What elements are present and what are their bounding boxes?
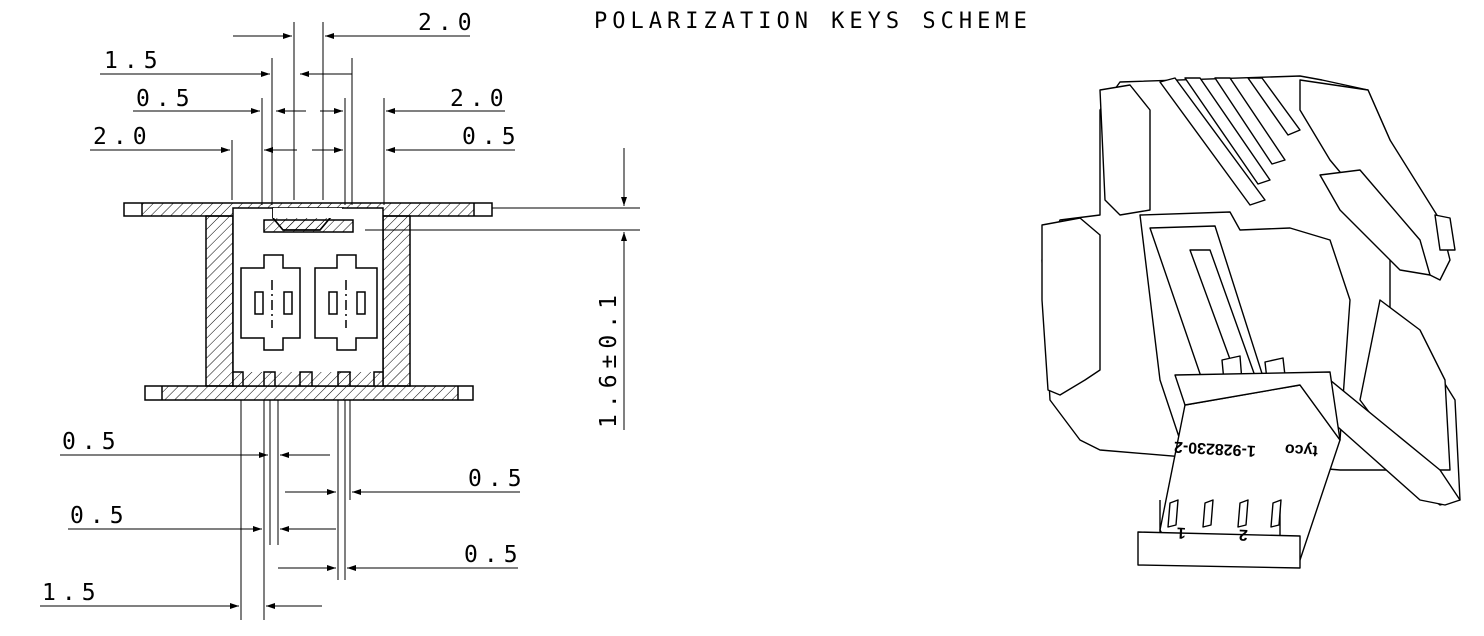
connector-marking: tyco 1-928230-2 1 2 [1173,438,1318,543]
dim-vertical-tolerance: 1.6±0.1 [596,289,622,428]
dim-bottom-1-5: 1.5 [42,580,102,606]
pin-label-2: 2 [1238,526,1248,543]
dim-bottom-0-5-b: 0.5 [468,466,528,492]
dim-left-2-0: 2.0 [93,124,153,150]
dim-bottom-0-5-d: 0.5 [464,542,524,568]
pin-label-1: 1 [1176,524,1186,541]
dim-left-0-5: 0.5 [136,86,196,112]
cross-section [123,202,493,401]
dim-top-1-5: 1.5 [104,48,164,74]
connector-isometric-view [1041,75,1461,569]
dimension-lines [40,22,640,620]
drawing-title: POLARIZATION KEYS SCHEME [594,9,1032,34]
dim-bottom-0-5-c: 0.5 [70,503,130,529]
dim-top-2-0: 2.0 [418,10,478,36]
part-number: 1-928230-2 [1173,438,1256,459]
dim-right-2-0: 2.0 [450,86,510,112]
dim-bottom-0-5-a: 0.5 [62,429,122,455]
brand-logo: tyco [1284,440,1318,459]
dim-right-0-5: 0.5 [462,124,522,150]
